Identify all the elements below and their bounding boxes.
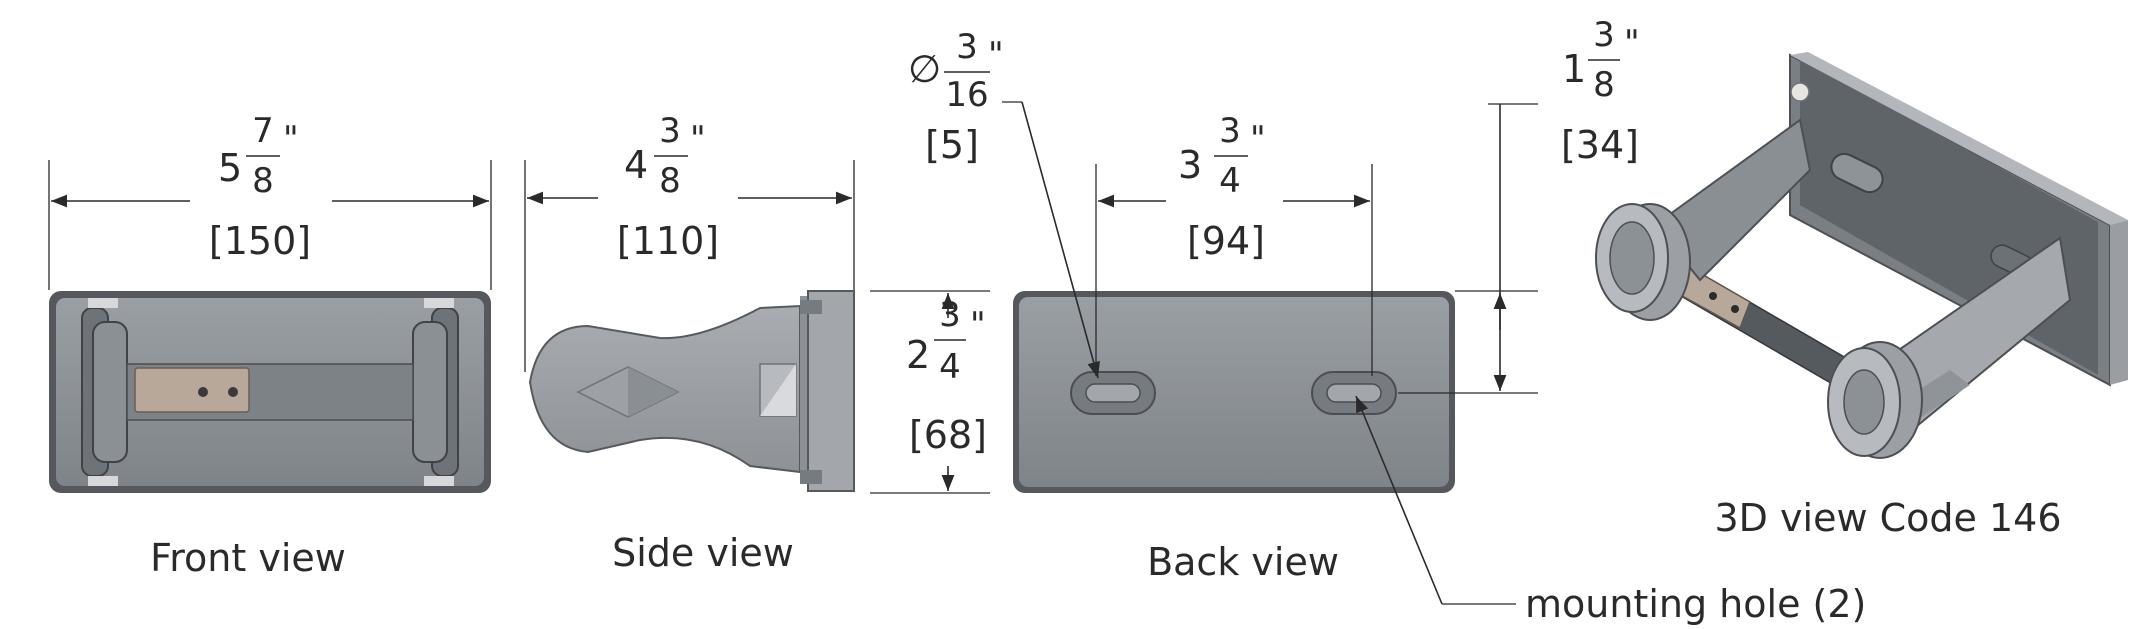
svg-text:": ": [1250, 119, 1266, 159]
svg-text:[110]: [110]: [617, 219, 719, 263]
svg-text:": ": [1624, 23, 1640, 63]
svg-text:": ": [690, 119, 706, 159]
dim-side-depth-lines: [524, 160, 855, 372]
svg-text:8: 8: [1593, 65, 1615, 105]
svg-text:3: 3: [956, 27, 978, 67]
side-view: [528, 290, 855, 492]
svg-text:∅: ∅: [908, 47, 941, 91]
svg-text:3: 3: [659, 111, 681, 151]
dim-hole-diameter: ∅ 3 16 " [5]: [908, 27, 1004, 167]
dim-hole-diameter-leader: [1002, 101, 1100, 379]
svg-text:4: 4: [939, 347, 961, 387]
svg-text:1: 1: [1562, 47, 1586, 91]
svg-text:7: 7: [252, 111, 274, 151]
dim-hole-spacing: 3 3 4 " [94]: [1178, 111, 1266, 263]
svg-text:[150]: [150]: [209, 219, 311, 263]
caption-front-view: Front view: [150, 536, 346, 580]
svg-text:3: 3: [1178, 143, 1202, 187]
caption-side-view: Side view: [612, 531, 794, 575]
svg-text:[68]: [68]: [909, 413, 987, 457]
svg-text:4: 4: [624, 143, 648, 187]
mounting-hole-leader: [1355, 395, 1516, 605]
dim-front-width: 5 7 8 " [150]: [209, 111, 311, 263]
callout-mounting-hole: mounting hole (2): [1525, 582, 1866, 626]
svg-text:[94]: [94]: [1187, 219, 1265, 263]
back-view: [1013, 291, 1455, 493]
mounting-hole-right: [1311, 371, 1397, 415]
caption-back-view: Back view: [1147, 540, 1339, 584]
svg-text:8: 8: [252, 161, 274, 201]
svg-text:5: 5: [218, 146, 242, 190]
dim-hole-spacing-lines: [1095, 164, 1373, 376]
front-view: [49, 291, 491, 493]
svg-text:": ": [970, 305, 986, 345]
svg-text:16: 16: [945, 75, 988, 115]
svg-text:2: 2: [906, 333, 930, 377]
svg-text:8: 8: [659, 161, 681, 201]
dim-height: 2 3 4 " [68]: [906, 295, 987, 457]
dim-hole-offset-lines: [1398, 103, 1538, 394]
svg-text:": ": [283, 119, 299, 159]
svg-text:3: 3: [939, 295, 961, 335]
svg-text:": ": [988, 35, 1004, 75]
iso-view: [1595, 52, 2128, 459]
svg-text:4: 4: [1219, 161, 1241, 201]
dim-side-depth: 4 3 8 " [110]: [617, 111, 719, 263]
dim-front-width-lines: [48, 160, 492, 290]
svg-text:[34]: [34]: [1561, 123, 1639, 167]
mounting-hole-left: [1070, 371, 1156, 415]
caption-iso-view: 3D view Code 146: [1715, 496, 2062, 540]
svg-text:3: 3: [1593, 15, 1615, 55]
svg-text:3: 3: [1219, 111, 1241, 151]
dim-hole-offset: 1 3 8 " [34]: [1561, 15, 1640, 167]
svg-text:[5]: [5]: [925, 123, 979, 167]
dim-height-lines: [870, 290, 990, 494]
